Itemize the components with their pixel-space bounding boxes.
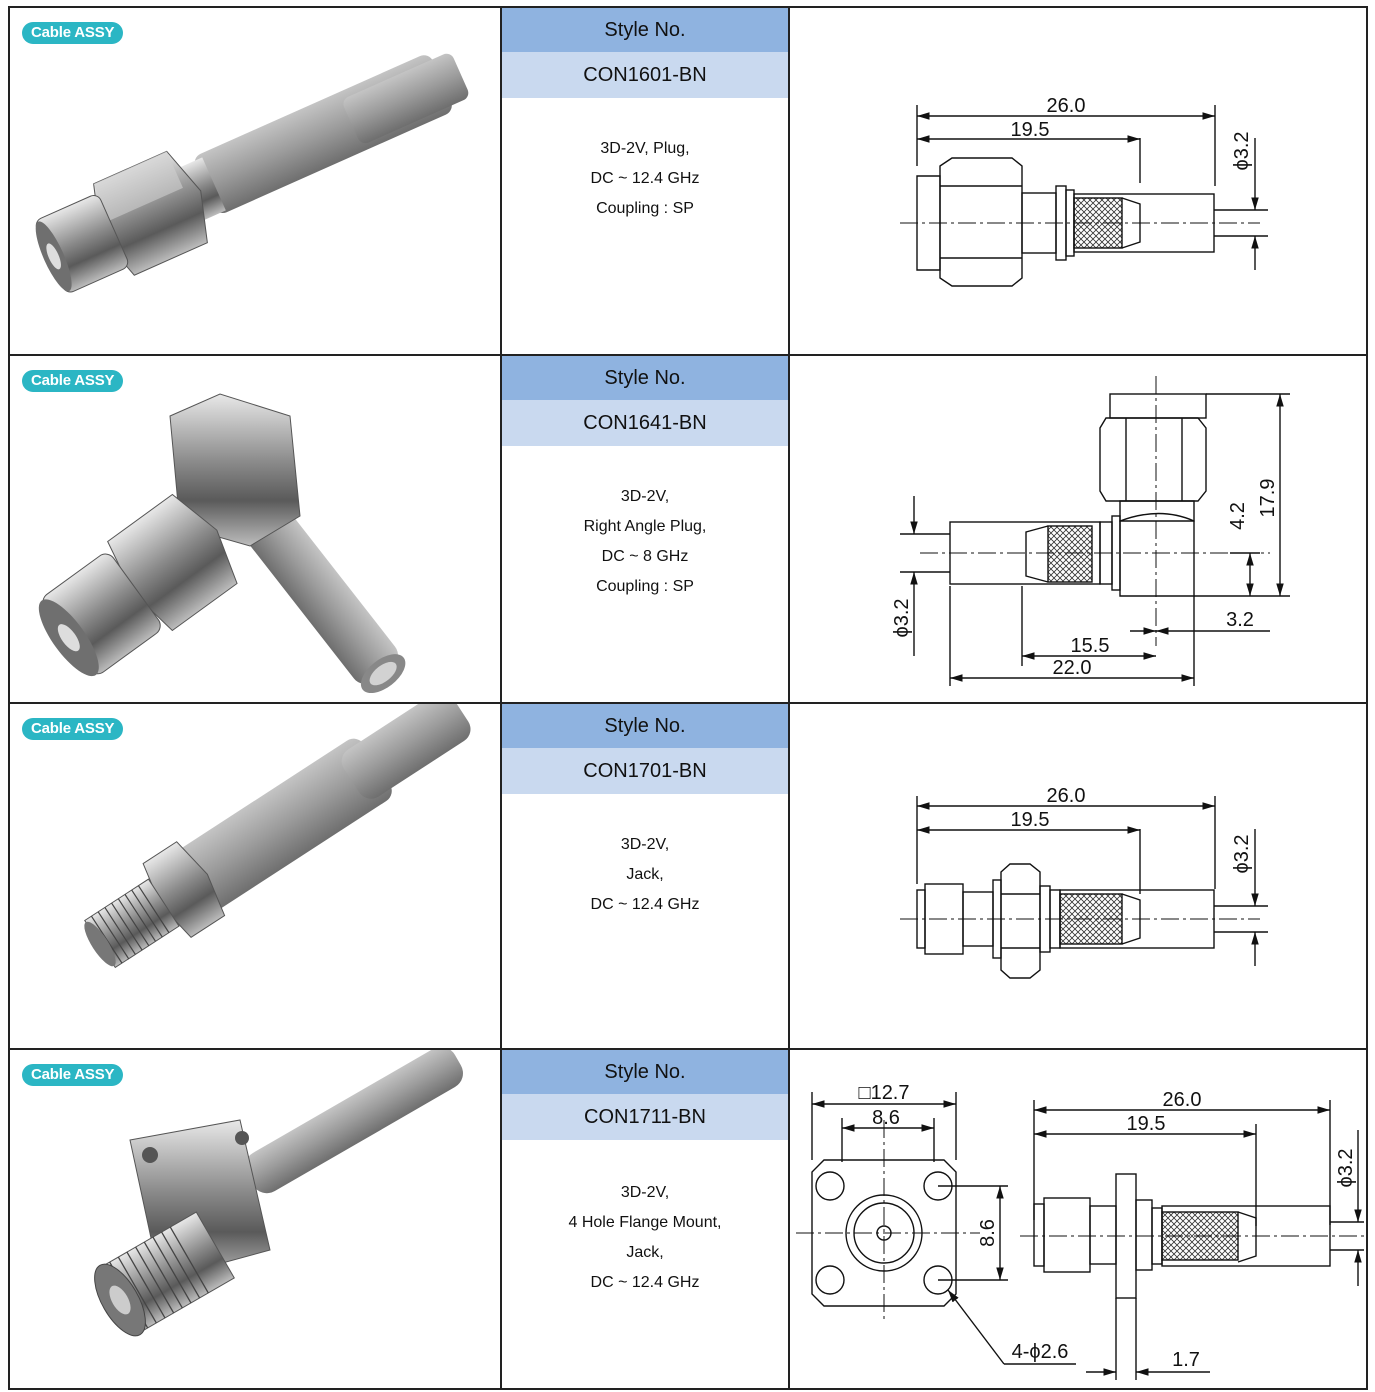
dim-label: ϕ3.2: [891, 598, 913, 637]
dim-label: ϕ3.2: [1335, 1148, 1357, 1187]
product-description: 3D-2V, Jack, DC ~ 12.4 GHz: [502, 830, 788, 920]
dim-label: 15.5: [1071, 635, 1110, 657]
style-number: CON1701-BN: [502, 748, 788, 794]
product-description: 3D-2V, Plug, DC ~ 12.4 GHz Coupling : SP: [502, 134, 788, 224]
style-header: Style No.: [502, 356, 788, 400]
dim-label: 4.2: [1227, 502, 1249, 530]
product-description: 3D-2V, Right Angle Plug, DC ~ 8 GHz Coup…: [502, 482, 788, 602]
row-divider: [10, 702, 1366, 704]
product-photo-con1641: [38, 393, 406, 694]
style-header: Style No.: [502, 8, 788, 52]
description-line: DC ~ 12.4 GHz: [590, 896, 700, 913]
style-number: CON1601-BN: [502, 52, 788, 98]
row-divider: [10, 354, 1366, 356]
product-photo-cell: Cable ASSY: [10, 691, 502, 1048]
dim-label: 19.5: [1011, 809, 1050, 831]
product-photo-cell: Cable ASSY: [10, 356, 502, 702]
cable-assy-badge: Cable ASSY: [22, 370, 124, 392]
style-info-cell: Style No. CON1641-BN 3D-2V, Right Angle …: [502, 356, 790, 702]
description-line: Coupling : SP: [596, 200, 694, 217]
description-line: 3D-2V,: [620, 1184, 670, 1201]
style-info-cell: Style No. CON1601-BN 3D-2V, Plug, DC ~ 1…: [502, 8, 790, 354]
product-description: 3D-2V, 4 Hole Flange Mount, Jack, DC ~ 1…: [502, 1178, 788, 1298]
row-divider: [10, 1048, 1366, 1050]
description-line: DC ~ 12.4 GHz: [590, 1274, 700, 1291]
product-photo-con1601: [35, 53, 469, 293]
dim-label: ϕ3.2: [1231, 131, 1253, 170]
dim-label: 19.5: [1011, 119, 1050, 141]
product-row-2: Cable ASSY Style No. CON1641-BN: [10, 356, 1366, 702]
style-header: Style No.: [502, 1050, 788, 1094]
dimension-drawing-cell: 17.9 4.2 ϕ3.2 3.2 15.5: [790, 356, 1366, 702]
dim-label: 17.9: [1257, 479, 1279, 518]
dim-label: 26.0: [1047, 785, 1086, 807]
dim-label: 1.7: [1172, 1349, 1200, 1371]
description-line: Coupling : SP: [596, 578, 694, 595]
description-line: 3D-2V,: [620, 488, 670, 505]
cable-assy-badge: Cable ASSY: [22, 22, 124, 44]
description-line: Right Angle Plug,: [583, 518, 707, 535]
cable-assy-badge: Cable ASSY: [22, 718, 124, 740]
dimension-drawing-cell: 26.0 19.5 ϕ3.2: [790, 704, 1366, 1048]
dimension-drawing-con1641: 17.9 4.2 ϕ3.2 3.2 15.5: [891, 376, 1290, 686]
style-number: CON1711-BN: [502, 1094, 788, 1140]
dim-label: 8.6: [872, 1107, 900, 1129]
product-row-4: Cable ASSY: [10, 1046, 1366, 1388]
dimension-drawing-con1601: 26.0 19.5 ϕ3.2: [900, 95, 1268, 287]
dim-label: 26.0: [1047, 95, 1086, 117]
style-info-cell: Style No. CON1701-BN 3D-2V, Jack, DC ~ 1…: [502, 704, 790, 1048]
product-sheet: Cable ASSY Style No. CON1601-BN 3D-2V, P…: [8, 6, 1368, 1390]
product-photo-con1711: [94, 1046, 463, 1337]
style-info-cell: Style No. CON1711-BN 3D-2V, 4 Hole Flang…: [502, 1050, 790, 1388]
description-line: Jack,: [626, 866, 664, 883]
product-photo-cell: Cable ASSY: [10, 8, 502, 354]
product-row-1: Cable ASSY Style No. CON1601-BN 3D-2V, P…: [10, 8, 1366, 354]
dim-label: 26.0: [1163, 1089, 1202, 1111]
description-line: 3D-2V,: [620, 836, 670, 853]
dimension-drawing-cell: □12.7 8.6 8.6 4-ϕ2.6: [790, 1050, 1366, 1388]
dimension-drawing-con1701: 26.0 19.5 ϕ3.2: [900, 785, 1268, 979]
dimension-drawing-con1711: □12.7 8.6 8.6 4-ϕ2.6: [796, 1082, 1364, 1380]
cable-assy-badge: Cable ASSY: [22, 1064, 124, 1086]
product-photo-cell: Cable ASSY: [10, 1046, 502, 1388]
dimension-drawing-cell: 26.0 19.5 ϕ3.2: [790, 8, 1366, 354]
product-photo-con1701: [84, 691, 471, 969]
description-line: DC ~ 12.4 GHz: [590, 170, 700, 187]
description-line: 4 Hole Flange Mount,: [568, 1214, 722, 1231]
dim-label: □12.7: [858, 1082, 909, 1104]
style-header: Style No.: [502, 704, 788, 748]
description-line: 3D-2V, Plug,: [600, 140, 690, 157]
description-line: DC ~ 8 GHz: [601, 548, 689, 565]
description-line: Jack,: [626, 1244, 664, 1261]
product-row-3: Cable ASSY Style No. CON1701-B: [10, 691, 1366, 1048]
dim-label: ϕ3.2: [1231, 834, 1253, 873]
dim-label: 22.0: [1053, 657, 1092, 679]
dim-label: 3.2: [1226, 609, 1254, 631]
dim-label: 8.6: [977, 1219, 999, 1247]
style-number: CON1641-BN: [502, 400, 788, 446]
dim-label: 19.5: [1127, 1113, 1166, 1135]
dim-label: 4-ϕ2.6: [1012, 1341, 1069, 1363]
